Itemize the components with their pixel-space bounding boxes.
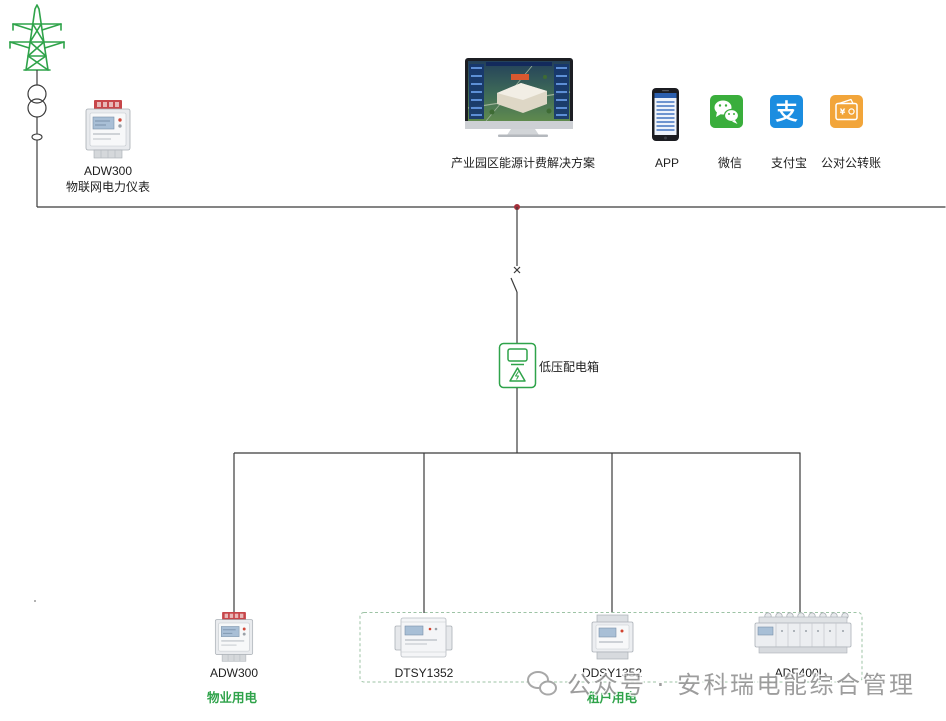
tenant-usage-label: 租户用电: [587, 690, 638, 705]
adf400l-meter-image: [754, 612, 852, 654]
property-usage-label: 物业用电: [207, 690, 258, 705]
adf400l-model: ADF400L: [775, 666, 826, 680]
alipay-icon: 支: [770, 95, 803, 128]
property-meter-model: ADW300: [210, 666, 258, 680]
stray-dot: [34, 600, 36, 602]
breaker-switch-symbol: [510, 266, 521, 293]
wallet-transfer-icon: ¥: [830, 95, 863, 128]
source-meter-model: ADW300: [84, 164, 132, 178]
payment-label-app: APP: [655, 156, 679, 170]
wechat-icon: [710, 95, 743, 128]
watermark: 公众号 · 安科瑞电能综合管理: [527, 670, 915, 701]
source-meter-image: [85, 99, 131, 159]
watermark-text: 公众号 · 安科瑞电能综合管理: [567, 671, 913, 699]
payment-label-transfer: 公对公转账: [821, 155, 881, 170]
payment-label-wechat: 微信: [718, 156, 742, 170]
dtsy1352-model: DTSY1352: [395, 666, 454, 680]
platform-label: 产业园区能源计费解决方案: [451, 155, 595, 170]
payment-label-alipay: 支付宝: [771, 156, 807, 170]
ddsy1352-model: DDSY1352: [582, 666, 642, 680]
property-meter-image: [214, 611, 254, 662]
desktop-monitor-icon: [465, 58, 573, 137]
alipay-logo-glyph: 支: [775, 101, 798, 126]
dtsy1352-meter-image: [394, 617, 453, 658]
current-transformer-icon: [31, 133, 43, 141]
watermark-wechat-icon: [527, 671, 557, 696]
transformer-icon: [27, 84, 47, 118]
transmission-tower-icon: [9, 4, 65, 71]
tenant-group-frame: [359, 612, 863, 683]
source-meter-description: 物联网电力仪表: [66, 180, 150, 194]
yuan-glyph: ¥: [840, 108, 846, 117]
distribution-box-icon: [498, 342, 537, 389]
ddsy1352-meter-image: [591, 614, 634, 660]
distribution-box-label: 低压配电箱: [539, 359, 599, 374]
smartphone-icon: [652, 88, 679, 141]
